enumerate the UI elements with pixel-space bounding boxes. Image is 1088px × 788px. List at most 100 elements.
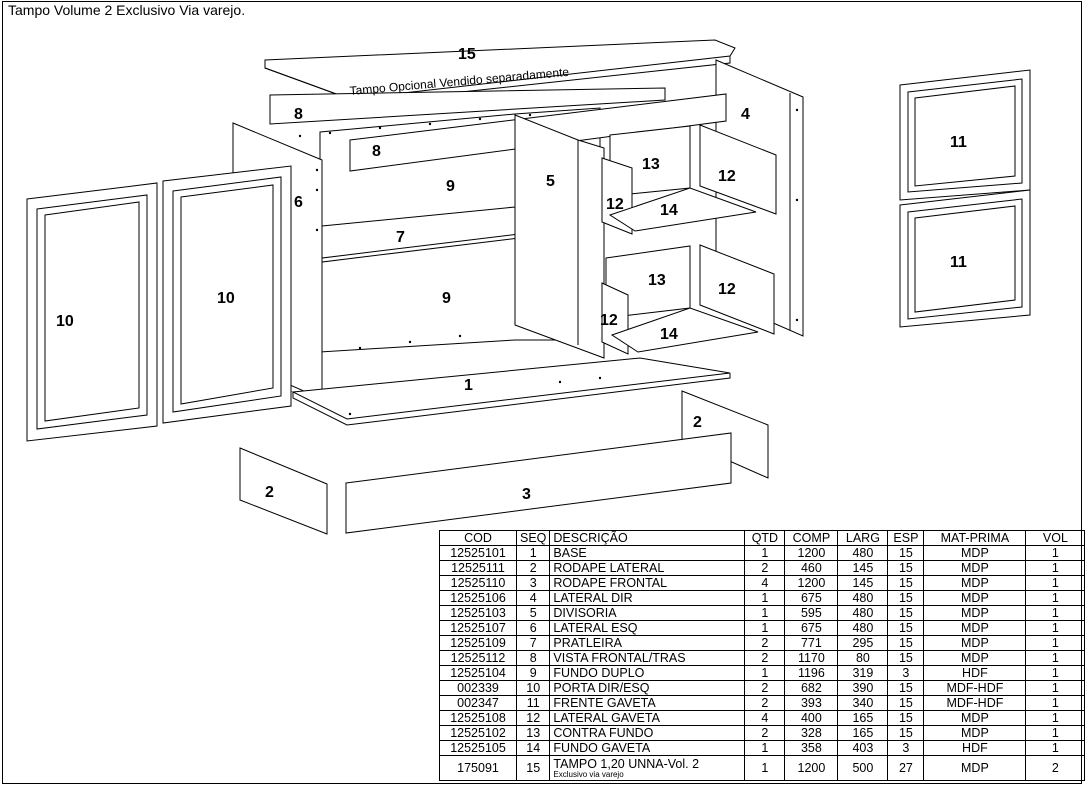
cell-vol: 1 — [1025, 650, 1086, 666]
cell-comp: 1200 — [784, 755, 839, 781]
label-8-rear: 8 — [294, 106, 303, 123]
cell-seq: 8 — [515, 650, 551, 666]
table-row-tampo: 175091 15 TAMPO 1,20 UNNA-Vol. 2 Exclusi… — [439, 755, 1086, 781]
header-vol: VOL — [1025, 530, 1086, 546]
cell-mat: MDP — [923, 620, 1027, 636]
cell-esp: 15 — [887, 575, 925, 591]
label-9-lower: 9 — [442, 290, 451, 307]
part-12-lateral-gaveta-upper-right — [699, 124, 777, 215]
cell-cod: 12525110 — [439, 575, 517, 591]
cell-vol: 1 — [1025, 635, 1086, 651]
cell-vol: 1 — [1025, 725, 1086, 741]
cell-desc: CONTRA FUNDO — [549, 725, 746, 741]
cell-mat: MDF-HDF — [923, 695, 1027, 711]
cell-comp: 393 — [784, 695, 839, 711]
label-5: 5 — [546, 173, 555, 190]
cell-seq: 13 — [515, 725, 551, 741]
cell-comp: 675 — [784, 620, 839, 636]
label-13-lower: 13 — [648, 272, 666, 289]
cell-esp: 15 — [887, 605, 925, 621]
cell-qtd: 2 — [744, 725, 786, 741]
cell-desc: VISTA FRONTAL/TRAS — [549, 650, 746, 666]
label-1: 1 — [464, 377, 473, 394]
cell-larg: 145 — [837, 575, 889, 591]
cell-vol: 2 — [1025, 755, 1086, 781]
cell-mat: MDP — [923, 635, 1027, 651]
cell-desc: PORTA DIR/ESQ — [549, 680, 746, 696]
cell-comp: 1200 — [784, 575, 839, 591]
cell-cod: 12525104 — [439, 665, 517, 681]
cell-esp: 15 — [887, 650, 925, 666]
cell-qtd: 1 — [744, 740, 786, 756]
cell-mat: MDP — [923, 560, 1027, 576]
cell-comp: 1196 — [784, 665, 839, 681]
part-1-base — [291, 357, 731, 426]
header-qtd: QTD — [744, 530, 786, 546]
cell-comp: 595 — [784, 605, 839, 621]
cell-esp: 15 — [887, 560, 925, 576]
header-mat-prima: MAT-PRIMA — [923, 530, 1027, 546]
cell-cod: 12525103 — [439, 605, 517, 621]
part-12-lateral-gaveta-lower-right — [699, 244, 775, 335]
label-2-left: 2 — [265, 484, 274, 501]
header-larg: LARG — [837, 530, 889, 546]
cell-cod: 12525102 — [439, 725, 517, 741]
cell-larg: 403 — [837, 740, 889, 756]
label-2-right: 2 — [693, 414, 702, 431]
cell-comp: 358 — [784, 740, 839, 756]
cell-vol: 1 — [1025, 680, 1086, 696]
cell-desc: FUNDO DUPLO — [549, 665, 746, 681]
cell-qtd: 1 — [744, 545, 786, 561]
cell-cod: 175091 — [439, 755, 517, 781]
cell-esp: 3 — [887, 665, 925, 681]
parts-table: COD SEQ DESCRIÇÃO QTD COMP LARG ESP MAT-… — [439, 530, 1086, 781]
cell-larg: 480 — [837, 605, 889, 621]
cell-cod: 12525108 — [439, 710, 517, 726]
cell-qtd: 1 — [744, 605, 786, 621]
cell-desc: FUNDO GAVETA — [549, 740, 746, 756]
cell-mat: MDP — [923, 650, 1027, 666]
label-12-upper-left: 12 — [606, 196, 624, 213]
cell-vol: 1 — [1025, 665, 1086, 681]
cell-seq: 4 — [515, 590, 551, 606]
label-12-lower-right: 12 — [718, 281, 736, 298]
cell-seq: 7 — [515, 635, 551, 651]
cell-larg: 145 — [837, 560, 889, 576]
cell-cod: 12525112 — [439, 650, 517, 666]
part-14-fundo-gaveta-upper — [608, 187, 757, 232]
cell-larg: 319 — [837, 665, 889, 681]
cell-vol: 1 — [1025, 560, 1086, 576]
cell-cod: 12525101 — [439, 545, 517, 561]
part-2-rodape-lateral-left — [239, 447, 328, 535]
cell-desc: RODAPE FRONTAL — [549, 575, 746, 591]
cell-qtd: 2 — [744, 695, 786, 711]
cell-desc: RODAPE LATERAL — [549, 560, 746, 576]
cell-mat: MDF-HDF — [923, 680, 1027, 696]
cell-seq: 1 — [515, 545, 551, 561]
cell-cod: 12525106 — [439, 590, 517, 606]
cell-esp: 27 — [887, 755, 925, 781]
part-11-frente-gaveta-top — [899, 69, 1031, 201]
part-8-rear-rail — [269, 87, 666, 125]
label-13-upper: 13 — [642, 156, 660, 173]
cell-vol: 1 — [1025, 575, 1086, 591]
cell-cod: 002339 — [439, 680, 517, 696]
cell-esp: 15 — [887, 680, 925, 696]
cell-mat: MDP — [923, 545, 1027, 561]
cell-esp: 15 — [887, 590, 925, 606]
cell-seq: 12 — [515, 710, 551, 726]
label-10-right: 10 — [217, 290, 235, 307]
cell-larg: 480 — [837, 590, 889, 606]
cell-qtd: 1 — [744, 590, 786, 606]
part-5-divisoria — [514, 114, 605, 359]
cell-cod: 002347 — [439, 695, 517, 711]
part-11-frente-gaveta-bottom — [899, 189, 1031, 328]
cell-cod: 12525111 — [439, 560, 517, 576]
cell-qtd: 2 — [744, 635, 786, 651]
